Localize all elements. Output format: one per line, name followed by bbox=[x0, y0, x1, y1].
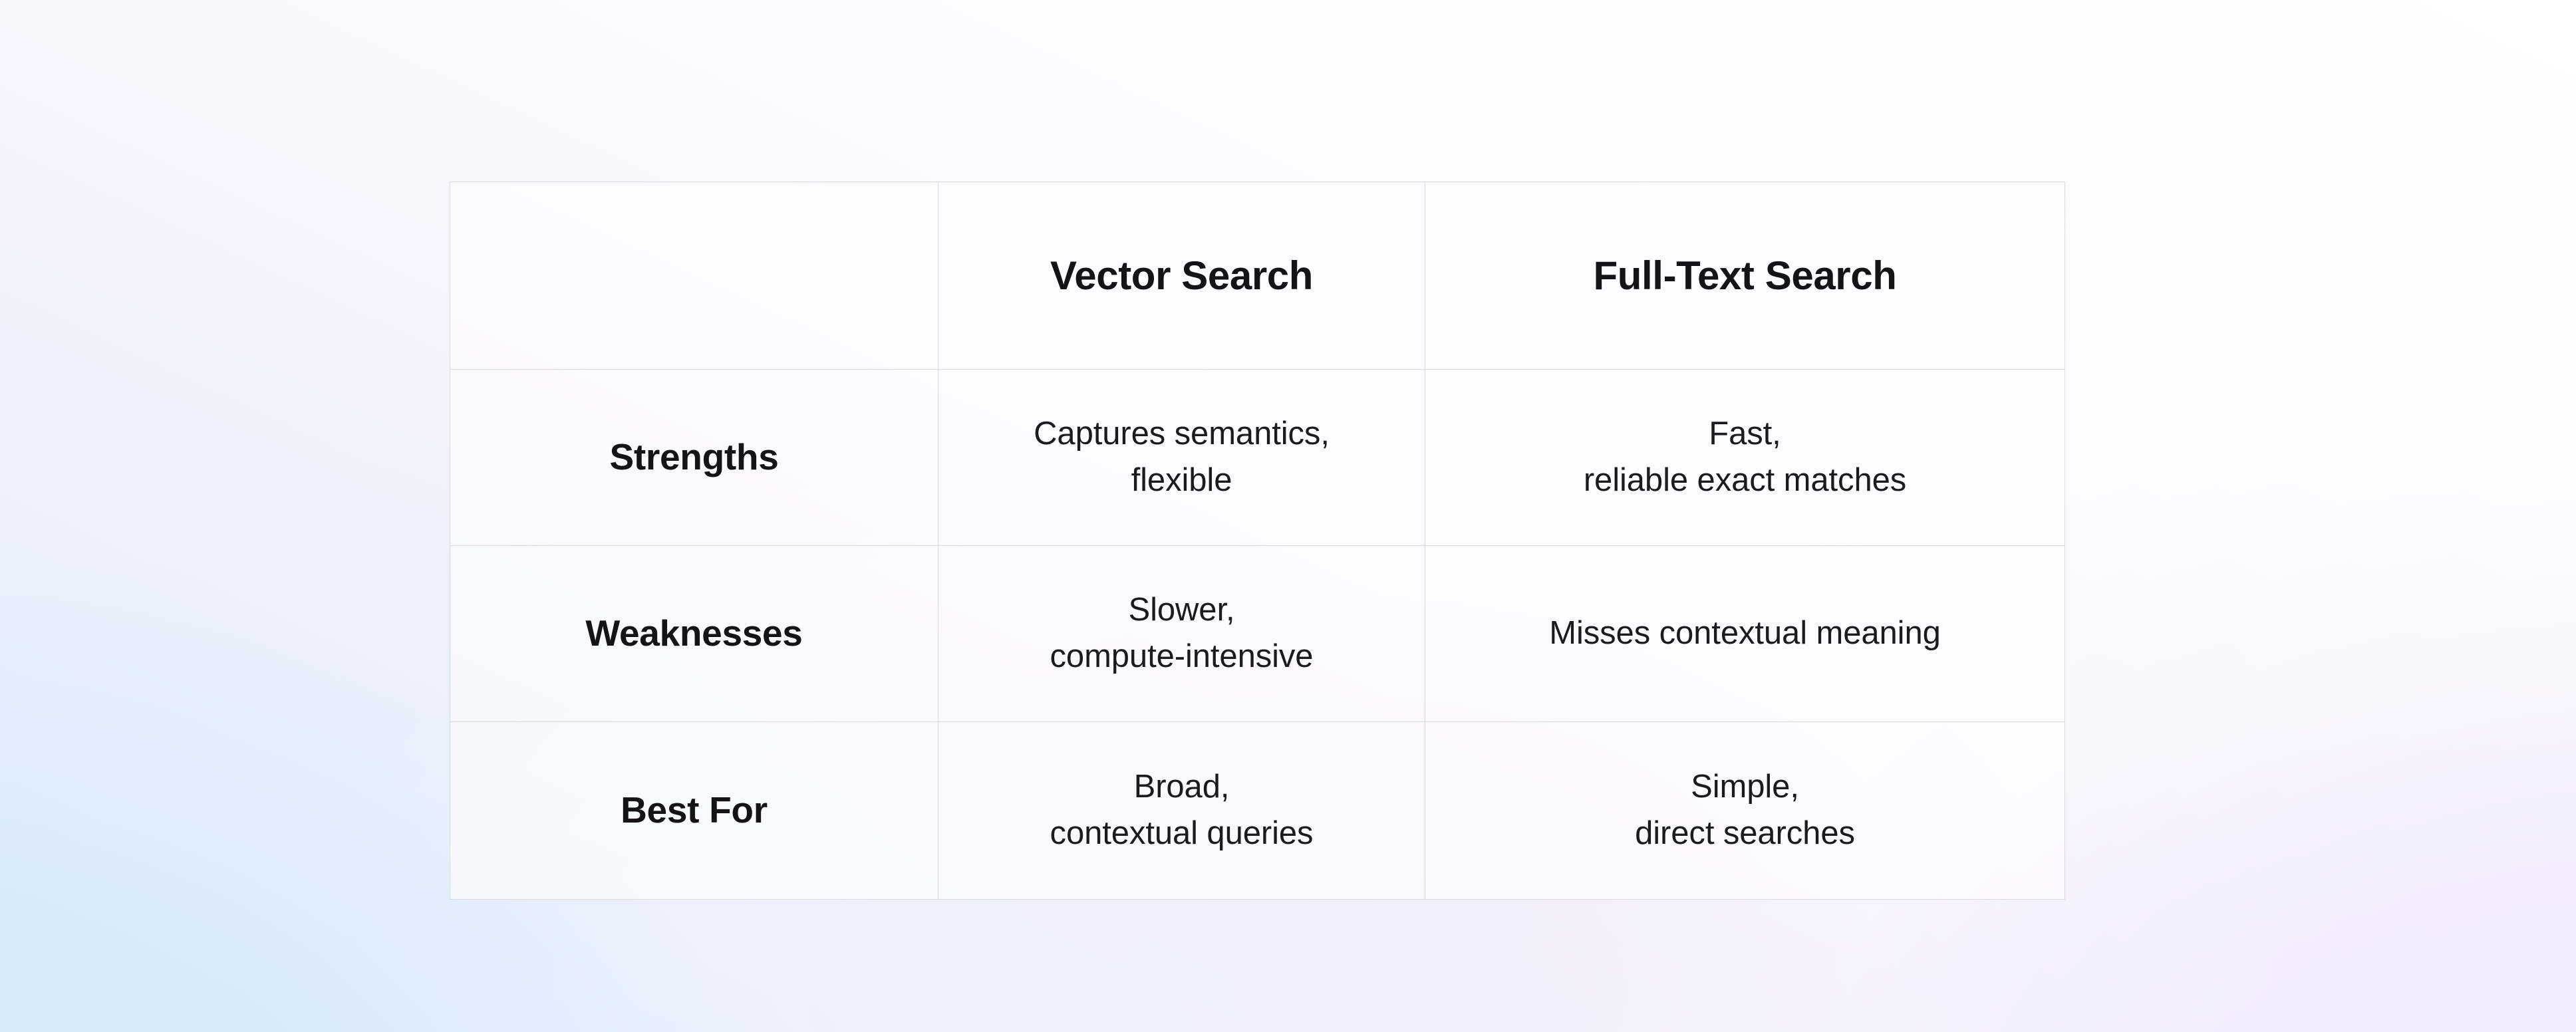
row-label-best-for: Best For bbox=[450, 721, 938, 900]
header-cell-blank bbox=[450, 182, 938, 370]
comparison-table: Vector Search Full-Text Search Strengths… bbox=[450, 182, 2065, 900]
table-row-strengths: Strengths Captures semantics, flexible F… bbox=[450, 369, 2065, 546]
cell-line: flexible bbox=[1131, 462, 1232, 498]
row-label-strengths: Strengths bbox=[450, 369, 938, 546]
cell-line: Misses contextual meaning bbox=[1549, 615, 1941, 652]
cell-line: reliable exact matches bbox=[1583, 462, 1907, 498]
cell-line: Broad, bbox=[1133, 769, 1230, 805]
header-cell-full-text-search: Full-Text Search bbox=[1425, 182, 2065, 370]
cell-strengths-full-text-search: Fast, reliable exact matches bbox=[1425, 369, 2065, 546]
table-body: Strengths Captures semantics, flexible F… bbox=[450, 369, 2065, 900]
row-label-weaknesses: Weaknesses bbox=[450, 545, 938, 722]
cell-best-for-vector-search: Broad, contextual queries bbox=[938, 721, 1425, 900]
table-row-weaknesses: Weaknesses Slower, compute-intensive Mis… bbox=[450, 545, 2065, 722]
cell-strengths-vector-search: Captures semantics, flexible bbox=[938, 369, 1425, 546]
cell-weaknesses-vector-search: Slower, compute-intensive bbox=[938, 545, 1425, 722]
cell-line: compute-intensive bbox=[1050, 638, 1314, 674]
table-row-best-for: Best For Broad, contextual queries Simpl… bbox=[450, 721, 2065, 900]
cell-line: Slower, bbox=[1128, 592, 1235, 628]
cell-line: Simple, bbox=[1691, 769, 1799, 805]
header-cell-vector-search: Vector Search bbox=[938, 182, 1425, 370]
cell-line: Fast, bbox=[1709, 416, 1781, 452]
cell-line: contextual queries bbox=[1050, 815, 1314, 851]
cell-line: direct searches bbox=[1635, 815, 1855, 851]
table-header-row: Vector Search Full-Text Search bbox=[450, 182, 2065, 370]
cell-best-for-full-text-search: Simple, direct searches bbox=[1425, 721, 2065, 900]
cell-line: Captures semantics, bbox=[1034, 416, 1330, 452]
table-header: Vector Search Full-Text Search bbox=[450, 182, 2065, 370]
cell-weaknesses-full-text-search: Misses contextual meaning bbox=[1425, 545, 2065, 722]
